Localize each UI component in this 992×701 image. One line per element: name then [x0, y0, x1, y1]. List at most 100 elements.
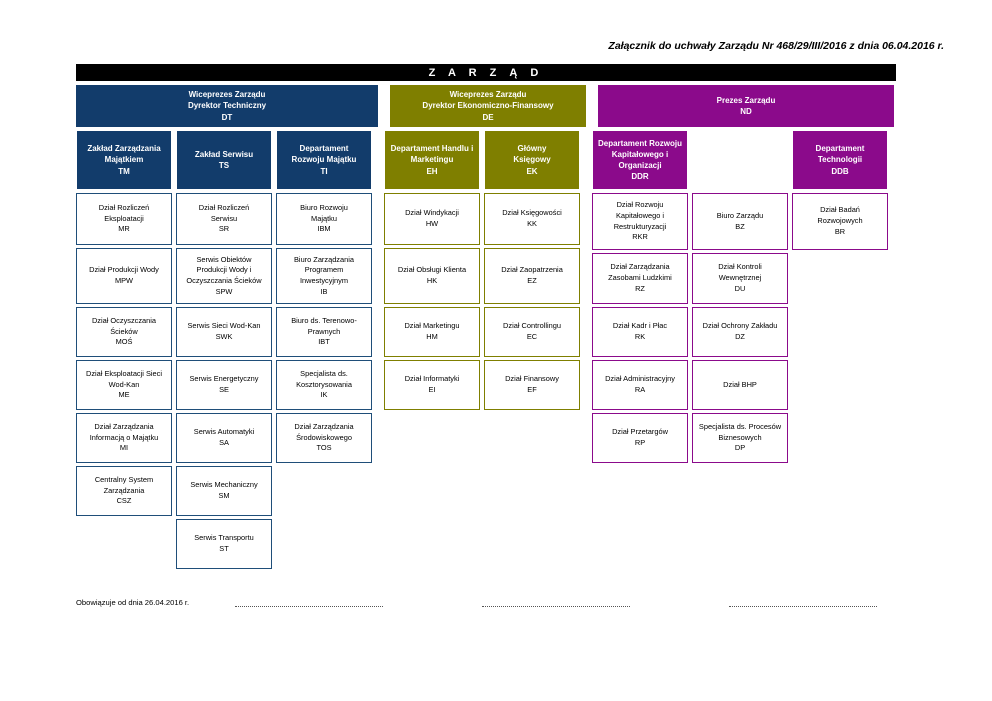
- unit-name-line: Środowiskowego: [296, 432, 352, 442]
- unit-code: HK: [426, 276, 438, 285]
- unit-code: IBT: [318, 337, 330, 347]
- footer-validity-text: Obowiązuje od dnia 26.04.2016 r.: [76, 598, 190, 607]
- unit-code: RA: [634, 385, 646, 394]
- division-de-line2: Dyrektor Ekonomiczno-Finansowy: [422, 101, 554, 111]
- unit-name-line: Specjalista ds. Procesów: [698, 421, 782, 431]
- unit-name-line: Inwestycyjnym: [299, 276, 349, 285]
- unit-code: SWK: [215, 332, 233, 341]
- unit-name-line: Serwis Obiektów: [196, 254, 252, 264]
- unit-code: CSZ: [116, 496, 132, 506]
- unit-box[interactable]: Dział BHP: [692, 360, 788, 410]
- unit-name-line: Serwis Automatyki: [193, 427, 255, 437]
- signature-line-3: [729, 605, 878, 607]
- division-de: Wiceprezes Zarządu Dyrektor Ekonomiczno-…: [390, 85, 586, 127]
- unit-name-line: Dział Ochrony Zakładu: [702, 321, 778, 331]
- division-nd: Prezes Zarządu ND: [598, 85, 894, 127]
- unit-name-line: Zarządzania: [103, 485, 145, 495]
- org-chart: Z A R Z Ą D Wiceprezes Zarządu Dyrektor …: [76, 64, 896, 569]
- division-header-row: Wiceprezes Zarządu Dyrektor Techniczny D…: [76, 85, 896, 127]
- department-header-line: Zakład Zarządzania: [87, 144, 161, 154]
- department-header-line: Organizacji: [618, 161, 662, 170]
- unit-code: EI: [428, 385, 436, 394]
- unit-code: RP: [634, 438, 646, 447]
- department-header-line: Departament: [815, 144, 865, 154]
- unit-name-line: Dział Administracyjny: [605, 374, 675, 384]
- unit-code: BZ: [735, 221, 745, 231]
- department-header-code: DDR: [631, 172, 649, 182]
- department-header-line: Księgowy: [513, 155, 551, 165]
- department-header-line: Majątkiem: [104, 155, 144, 165]
- division-dt-line1: Wiceprezes Zarządu: [188, 90, 266, 100]
- unit-name-line: Dział Zarządzania: [94, 421, 154, 431]
- unit-code: IBM: [317, 224, 331, 234]
- unit-name-line: Serwis Sieci Wod-Kan: [187, 321, 261, 331]
- unit-name-line: Dział Przetargów: [612, 427, 668, 437]
- document-note: Załącznik do uchwały Zarządu Nr 468/29/I…: [608, 40, 944, 52]
- unit-name-line: Dział Kadr i Płac: [612, 321, 668, 331]
- unit-code: DP: [734, 443, 746, 453]
- unit-code: TOS: [316, 443, 332, 453]
- unit-name-line: Centralny System: [94, 474, 154, 484]
- department-header-code: DDB: [831, 166, 849, 176]
- unit-code: SE: [219, 385, 229, 394]
- unit-name-line: Dział Zaopatrzenia: [501, 265, 563, 275]
- unit-name-line: Dział Księgowości: [502, 208, 562, 218]
- unit-code: EC: [526, 332, 538, 341]
- unit-name-line: Dział Rozliczeń: [98, 202, 150, 212]
- division-dt-line2: Dyrektor Techniczny: [187, 101, 267, 111]
- unit-code: BR: [834, 226, 846, 236]
- division-de-head: Wiceprezes Zarządu Dyrektor Ekonomiczno-…: [390, 85, 586, 127]
- unit-name-line: Serwis Transportu: [194, 533, 254, 543]
- division-dt-code: DT: [221, 112, 233, 122]
- unit-name-line: Specjalista ds.: [300, 368, 348, 378]
- unit-name-line: Dział Controllingu: [503, 321, 561, 331]
- unit-code: RK: [634, 332, 646, 341]
- division-de-line1: Wiceprezes Zarządu: [449, 90, 527, 100]
- department-header-code: TI: [320, 166, 328, 176]
